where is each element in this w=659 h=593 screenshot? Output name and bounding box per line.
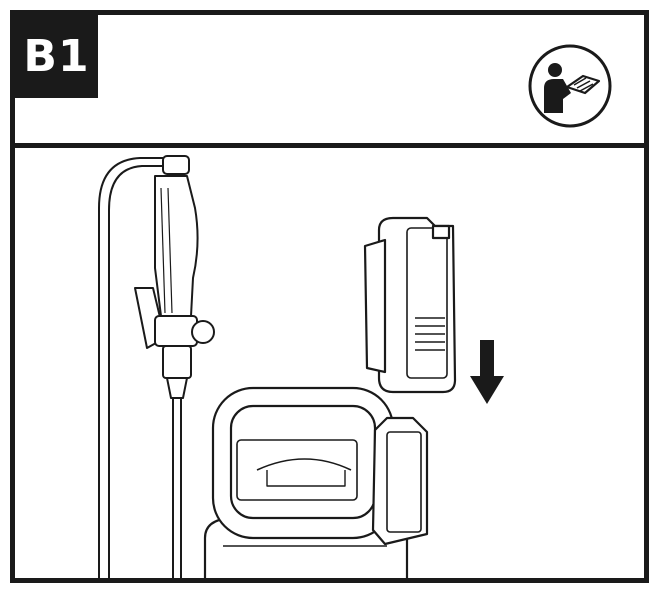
down-arrow-icon	[470, 340, 504, 404]
instruction-panel: B1	[10, 10, 649, 583]
assembly-illustration	[15, 148, 644, 578]
step-label: B1	[15, 15, 98, 98]
hose	[98, 157, 165, 578]
tank-battery-dock-icon	[203, 386, 429, 578]
spray-wand-icon	[134, 155, 215, 578]
read-manual-icon	[528, 44, 612, 128]
battery-pack-icon	[363, 216, 457, 394]
instruction-header: B1	[15, 15, 644, 148]
